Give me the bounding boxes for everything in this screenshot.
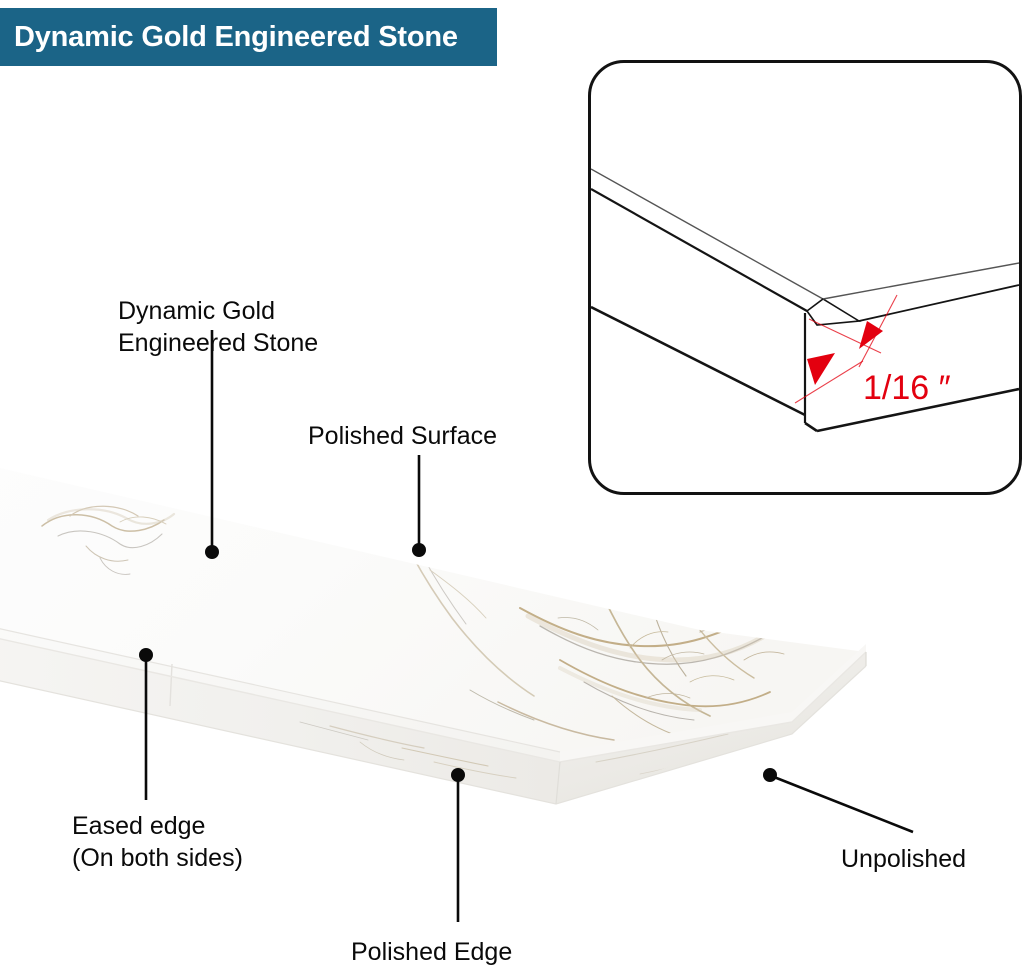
dimension-arrow-lower: [807, 353, 835, 385]
dimension-arrow-upper: [859, 321, 883, 349]
eased-edge-detail-panel: 1/16 ″: [588, 60, 1022, 495]
eased-edge-wireframe: 1/16 ″: [591, 168, 1019, 433]
top-chamfer-seam-line: [591, 188, 808, 312]
callout-label-material: Dynamic Gold Engineered Stone: [118, 297, 319, 357]
polished-top-face: [0, 468, 866, 762]
eased-edge-chamfer-end: [560, 644, 866, 762]
polished-front-edge-face: [0, 638, 560, 804]
stone-threshold-render: [0, 468, 867, 805]
unpolished-end-face: [556, 652, 866, 804]
slab-bottom-outline: [0, 665, 867, 805]
title-banner: Dynamic Gold Engineered Stone: [0, 8, 497, 66]
right-bottom-edge-line: [816, 387, 1019, 433]
product-illustration: [0, 330, 1024, 850]
corner-chamfer-facet: [805, 298, 862, 326]
front-bottom-edge-line: [591, 305, 806, 417]
callout-label-polished-edge: Polished Edge: [351, 938, 513, 966]
slab-top-outline: [0, 638, 867, 763]
corner-bottom-return-line: [804, 421, 818, 433]
front-face-veining: [299, 721, 517, 779]
right-top-chamfer-seam-line: [858, 284, 1019, 322]
callout-label-unpolished: Unpolished: [841, 845, 967, 873]
eased-edge-chamfer-front: [0, 628, 560, 762]
top-back-edge-line: [591, 168, 824, 300]
dimension-value-label: 1/16 ″: [863, 369, 951, 407]
vein-cluster-left: [41, 505, 176, 575]
dimension-leader-lower: [794, 360, 864, 404]
page-title: Dynamic Gold Engineered Stone: [14, 20, 458, 53]
callout-label-polished-surface: Polished Surface: [308, 422, 498, 450]
slab-front-corner-line: [555, 761, 561, 805]
top-right-back-edge-line: [822, 262, 1019, 300]
eased-edge-seam-front: [0, 628, 561, 753]
callout-label-eased-edge: Eased edge (On both sides): [72, 812, 243, 872]
front-face-seam-line: [169, 663, 173, 707]
